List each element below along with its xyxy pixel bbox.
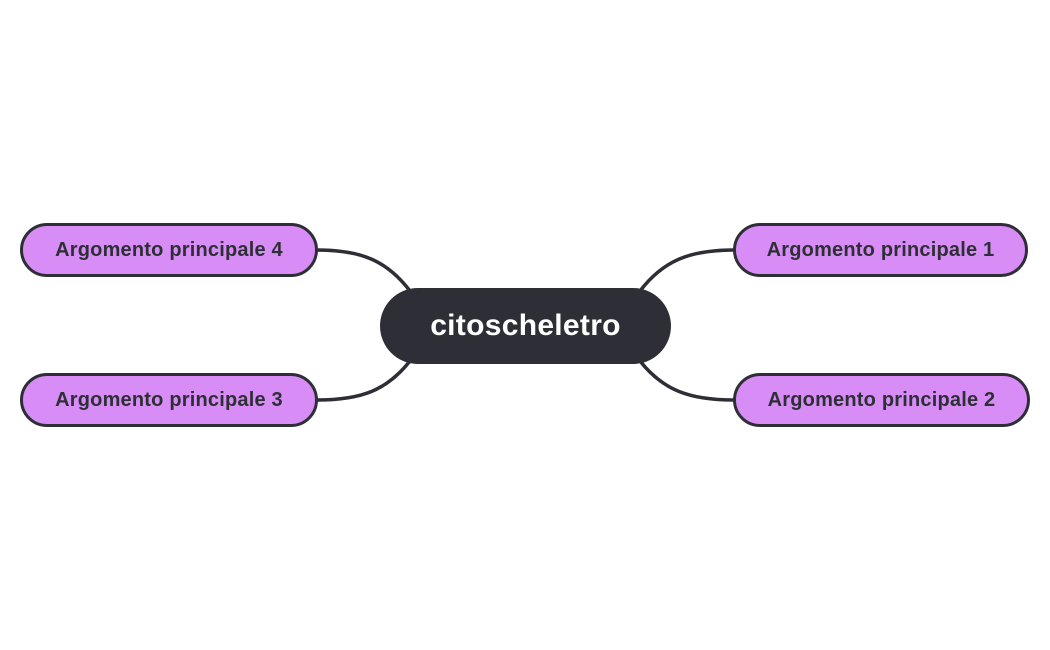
branch-node-2-label: Argomento principale 2	[767, 388, 996, 411]
connector-center-to-node-2	[638, 359, 736, 402]
connector-center-to-node-3	[315, 359, 412, 402]
central-topic-node[interactable]: citoscheletro	[380, 288, 671, 364]
branch-node-2[interactable]: Argomento principale 2	[733, 373, 1030, 427]
central-topic-label: citoscheletro	[430, 309, 621, 342]
connector-center-to-node-4	[315, 248, 412, 293]
branch-node-3-label: Argomento principale 3	[55, 388, 283, 411]
branch-node-3[interactable]: Argomento principale 3	[20, 373, 318, 427]
connector-center-to-node-1	[638, 248, 736, 293]
branch-node-1[interactable]: Argomento principale 1	[733, 223, 1028, 277]
branch-node-4-label: Argomento principale 4	[55, 238, 283, 261]
branch-node-4[interactable]: Argomento principale 4	[20, 223, 318, 277]
branch-node-1-label: Argomento principale 1	[766, 238, 995, 261]
